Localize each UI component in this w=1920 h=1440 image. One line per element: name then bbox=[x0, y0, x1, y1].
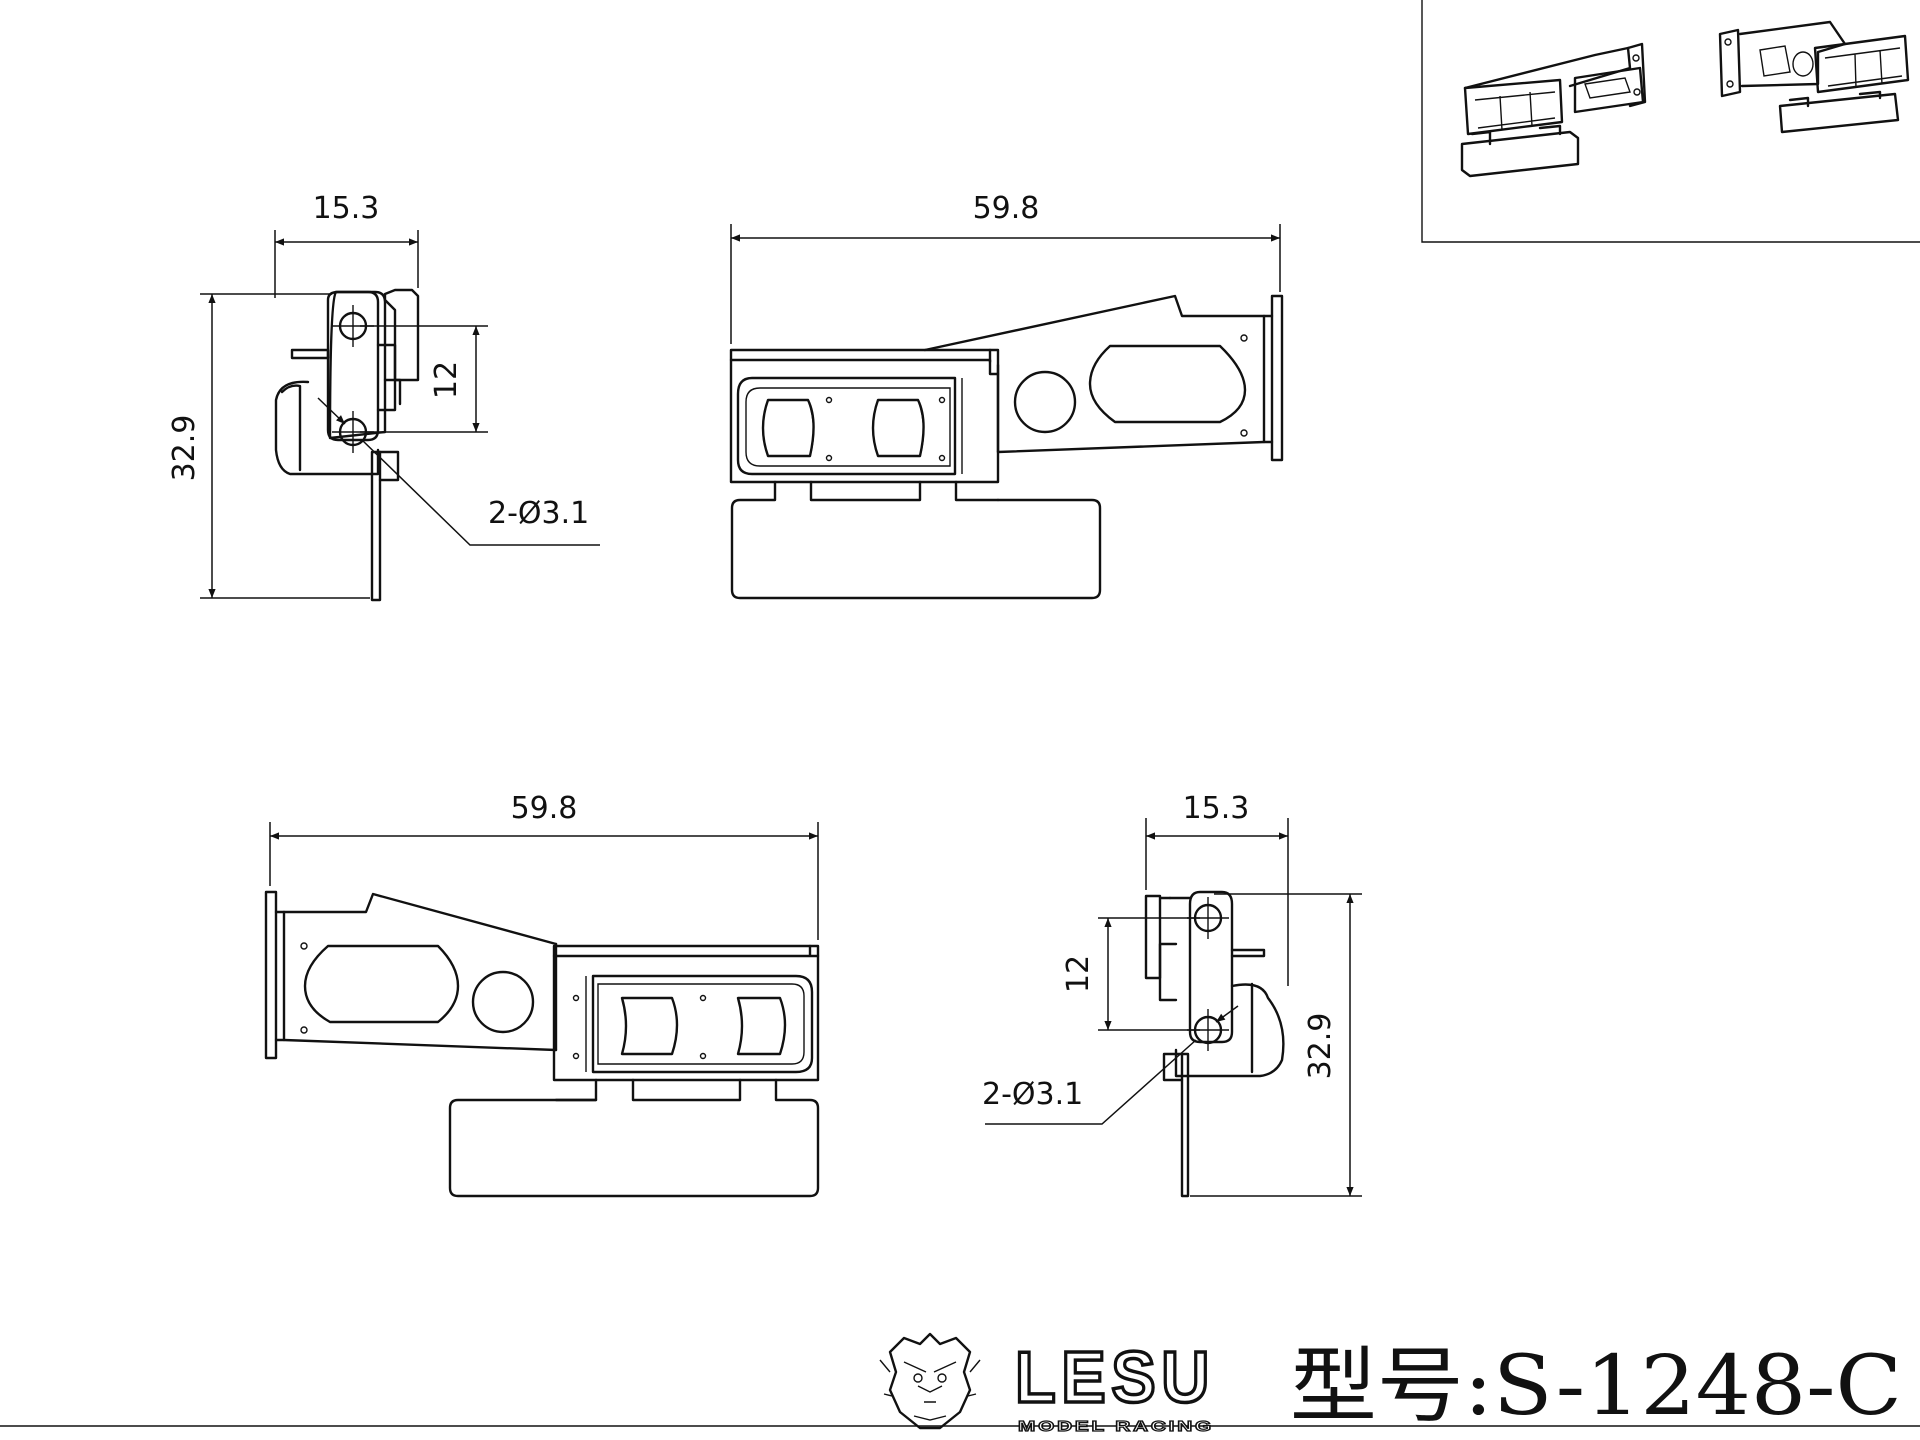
front-view-bottom: 59.8 bbox=[264, 791, 820, 1198]
leader-holes bbox=[361, 439, 600, 546]
license-plate bbox=[448, 1078, 820, 1198]
lamp-lens-left bbox=[761, 398, 815, 458]
mount-flange bbox=[264, 890, 278, 1060]
lamp-body bbox=[274, 380, 380, 476]
arm-round-hole bbox=[471, 970, 535, 1034]
lion-logo-icon bbox=[879, 1332, 981, 1430]
dim-label-width: 15.3 bbox=[1183, 791, 1250, 826]
model-number: 型号:S-1248-C bbox=[1290, 1339, 1902, 1434]
lamp-lens-right bbox=[736, 996, 787, 1056]
leader-holes bbox=[985, 1039, 1197, 1125]
side-view-top: 15.3 32.9 12 2-Ø3.1 bbox=[167, 191, 600, 602]
side-view-bottom: 15.3 32.9 12 2-Ø3.1 bbox=[982, 791, 1362, 1198]
dim-label-holes: 2-Ø3.1 bbox=[488, 496, 589, 531]
dim-label-height: 32.9 bbox=[167, 415, 202, 482]
lamp-lens-left bbox=[620, 996, 679, 1056]
arm-upper-edge bbox=[923, 294, 1266, 352]
dim-label-hole-spacing: 12 bbox=[429, 361, 464, 399]
arm-round-hole bbox=[1013, 370, 1077, 434]
brand-subtitle-text: MODEL RACING bbox=[1018, 1418, 1214, 1435]
title-block: LESU MODEL RACING 型号:S-1248-C bbox=[0, 1332, 1920, 1436]
lamp-housing bbox=[729, 348, 1000, 484]
dim-label-width: 59.8 bbox=[511, 791, 578, 826]
dim-label-width: 59.8 bbox=[973, 191, 1040, 226]
isometric-view-left bbox=[1460, 42, 1647, 178]
dim-label-width: 15.3 bbox=[313, 191, 380, 226]
lamp-body bbox=[1174, 983, 1285, 1078]
arm-slot bbox=[303, 944, 460, 1024]
mount-flange bbox=[1270, 294, 1284, 462]
lamp-housing bbox=[552, 944, 820, 1082]
dim-label-height: 32.9 bbox=[1303, 1013, 1338, 1080]
isometric-preview-panel bbox=[1421, 0, 1920, 243]
dim-label-holes: 2-Ø3.1 bbox=[982, 1077, 1083, 1112]
arm-slot bbox=[1088, 344, 1247, 424]
brand-logo-text: LESU bbox=[1015, 1338, 1215, 1418]
preview-frame bbox=[1421, 0, 1920, 243]
front-view-top: 59.8 bbox=[729, 191, 1284, 600]
license-plate bbox=[730, 480, 1102, 600]
isometric-view-right bbox=[1718, 20, 1910, 134]
lamp-lens-right bbox=[871, 398, 925, 458]
dim-label-hole-spacing: 12 bbox=[1061, 955, 1096, 993]
arm-upper-edge bbox=[282, 892, 558, 946]
